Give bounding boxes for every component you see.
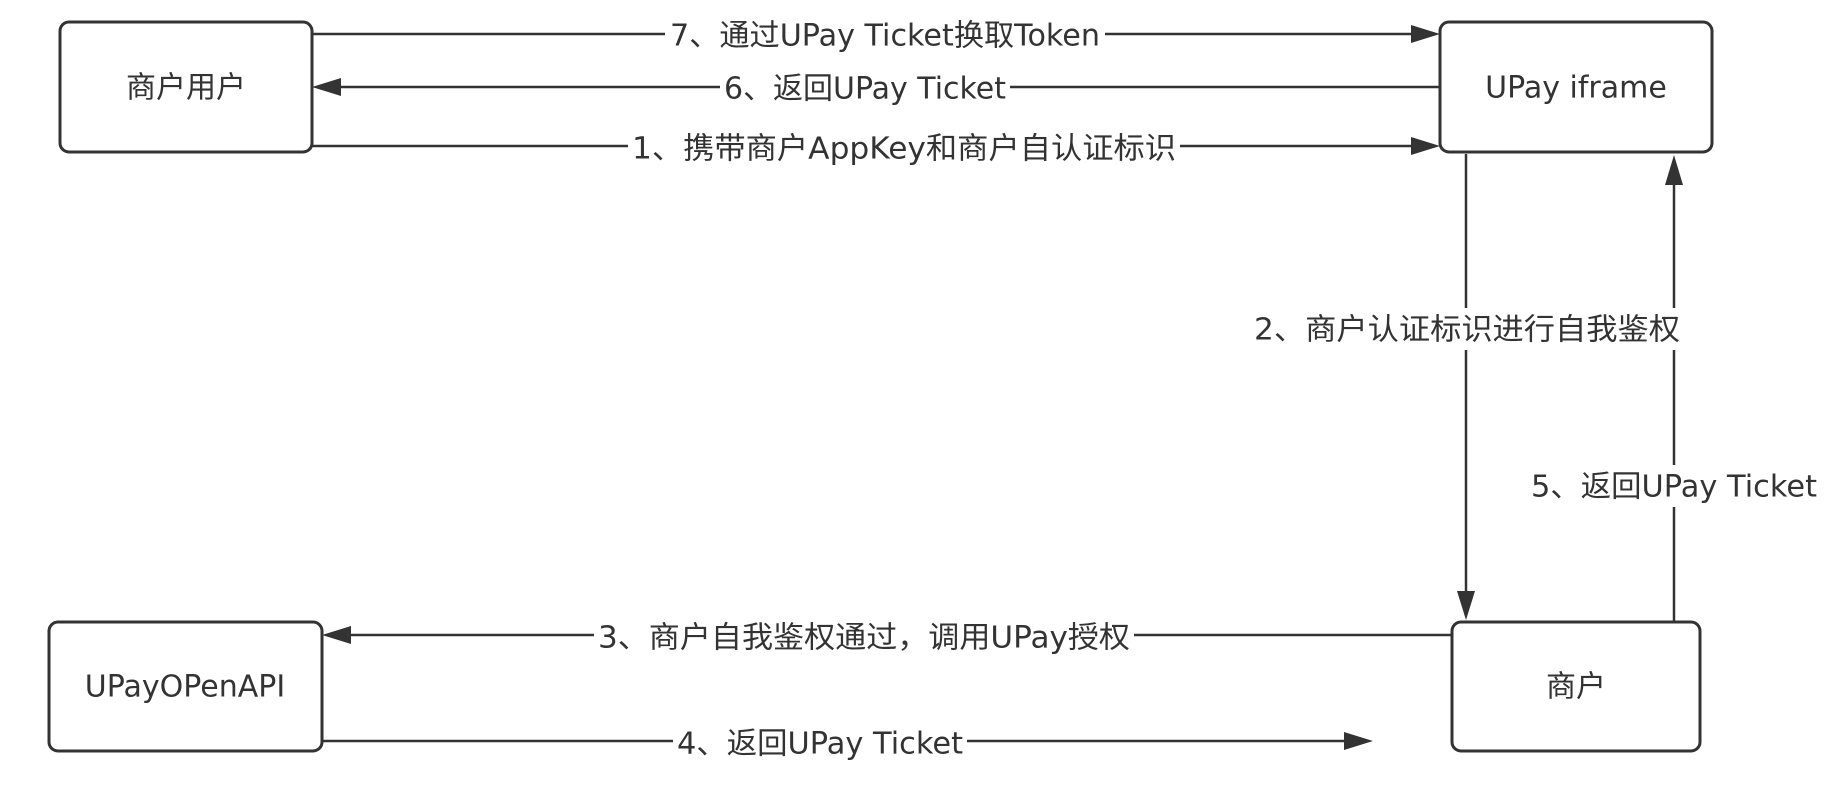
edge-step2-arrowhead bbox=[1457, 591, 1475, 620]
edge-step7-label-bg bbox=[665, 14, 1105, 54]
edge-step6-label: 6、返回UPay Ticket bbox=[724, 72, 1006, 107]
node-upay-openapi-label: UPayOPenAPI bbox=[85, 670, 285, 705]
node-merchant-user-label: 商户用户 bbox=[126, 71, 246, 106]
node-merchant-label: 商户 bbox=[1546, 670, 1606, 705]
edge-step1-arrowhead bbox=[1411, 137, 1440, 155]
edge-step1-label: 1、携带商户AppKey和商户自认证标识 bbox=[632, 132, 1176, 167]
node-merchant-user bbox=[58, 20, 314, 154]
edge-step5-arrowhead bbox=[1665, 155, 1683, 185]
edge-step7-arrowhead bbox=[1411, 25, 1440, 43]
node-upay-openapi bbox=[47, 620, 324, 753]
edge-step2-label: 2、商户认证标识进行自我鉴权 bbox=[1254, 313, 1680, 348]
edge-step7-label: 7、通过UPay Ticket换取Token bbox=[670, 19, 1100, 54]
edge-step5-label-bg bbox=[1528, 465, 1820, 507]
edge-step1-label-bg bbox=[628, 126, 1180, 166]
edge-step3-label-bg bbox=[594, 615, 1134, 655]
node-merchant bbox=[1450, 620, 1702, 753]
edge-step2-label-bg bbox=[1250, 308, 1684, 350]
edge-step6-arrowhead bbox=[312, 78, 341, 96]
edge-step4-label-bg bbox=[673, 721, 967, 761]
edge-step4-arrowhead bbox=[1344, 732, 1373, 750]
edge-step6-label-bg bbox=[720, 67, 1010, 107]
edge-step3-arrowhead bbox=[322, 626, 351, 644]
edge-step4-label: 4、返回UPay Ticket bbox=[677, 727, 963, 762]
node-upay-iframe bbox=[1438, 20, 1714, 154]
edge-step5-label: 5、返回UPay Ticket bbox=[1531, 470, 1817, 505]
node-upay-iframe-label: UPay iframe bbox=[1485, 71, 1667, 106]
edge-step3-label: 3、商户自我鉴权通过，调用UPay授权 bbox=[598, 621, 1130, 656]
